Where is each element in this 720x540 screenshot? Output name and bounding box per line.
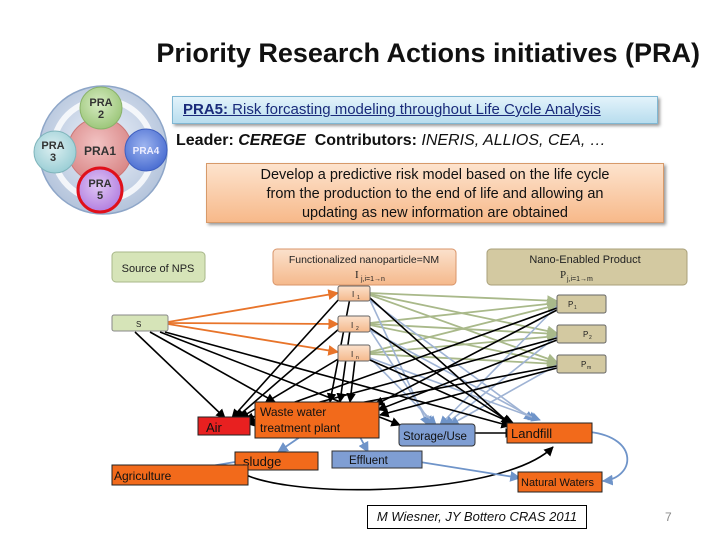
goal-line: Develop a predictive risk model based on… bbox=[260, 167, 610, 183]
node-air: Air bbox=[197, 416, 251, 436]
svg-text:Air: Air bbox=[206, 420, 223, 435]
node-landfill: Landfill bbox=[506, 422, 593, 444]
pra5-circle bbox=[76, 166, 124, 214]
node-i1: I 1 bbox=[337, 285, 371, 302]
leader-org: CEREGE bbox=[238, 132, 306, 149]
svg-text:Nano-Enabled Product: Nano-Enabled Product bbox=[529, 254, 640, 266]
svg-text:P: P bbox=[568, 300, 573, 309]
pra5-banner: PRA5: Risk forcasting modeling throughou… bbox=[172, 96, 658, 124]
svg-text:Source of NPS: Source of NPS bbox=[122, 263, 195, 275]
slide-title: Priority Research Actions initiatives (P… bbox=[156, 38, 700, 68]
svg-text:Storage/Use: Storage/Use bbox=[403, 431, 467, 443]
contributors-label: Contributors: bbox=[314, 132, 417, 149]
node-i2: I 2 bbox=[337, 315, 371, 333]
node-pm: P m bbox=[556, 354, 607, 374]
node-effluent: Effluent bbox=[331, 450, 423, 469]
pra5-label-a: PRA bbox=[88, 178, 111, 190]
pra1-label: PRA1 bbox=[84, 144, 116, 158]
node-in: I n bbox=[337, 344, 371, 362]
product-fate-arrows bbox=[369, 299, 558, 426]
goal-box: Develop a predictive risk model based on… bbox=[206, 163, 664, 223]
contributors-list: INERIS, ALLIOS, CEA, … bbox=[421, 132, 606, 149]
node-p2: P 2 bbox=[556, 324, 607, 344]
svg-text:P: P bbox=[560, 269, 566, 281]
svg-text:I: I bbox=[355, 269, 359, 281]
nm-to-product-arrows bbox=[369, 292, 559, 369]
svg-text:Effluent: Effluent bbox=[349, 455, 389, 467]
pra2-circle bbox=[79, 86, 123, 130]
pra2-label-b: 2 bbox=[98, 109, 104, 121]
svg-text:j,i=1→n: j,i=1→n bbox=[360, 276, 385, 283]
node-s: S bbox=[111, 314, 169, 332]
goal-line: updating as new information are obtained bbox=[301, 205, 568, 221]
svg-text:I: I bbox=[352, 290, 354, 299]
nm-header: Functionalized nanoparticle=NM I j,i=1→n bbox=[272, 248, 457, 286]
svg-text:treatment plant: treatment plant bbox=[260, 421, 341, 435]
node-storage-use: Storage/Use bbox=[398, 423, 476, 447]
svg-text:n: n bbox=[356, 355, 359, 361]
svg-text:Natural Waters: Natural Waters bbox=[521, 477, 594, 489]
svg-text:I: I bbox=[351, 350, 353, 359]
svg-text:2: 2 bbox=[589, 335, 592, 341]
pra5-description: Risk forcasting modeling throughout Life… bbox=[228, 101, 601, 118]
pra4-circle bbox=[124, 128, 168, 172]
node-p1: P 1 bbox=[556, 294, 607, 314]
svg-text:P: P bbox=[583, 330, 588, 339]
pra2-label-a: PRA bbox=[89, 97, 112, 109]
leader-label: Leader: bbox=[176, 132, 234, 149]
svg-text:1: 1 bbox=[357, 295, 360, 301]
product-header: Nano-Enabled Product P j,i=1→m bbox=[486, 248, 688, 286]
page-number: 7 bbox=[665, 510, 672, 524]
svg-text:I: I bbox=[351, 321, 353, 330]
pra5-code: PRA5: bbox=[183, 101, 229, 118]
pra-circle-logo: PRA1 PRA 2 PRA 3 PRA4 PRA 5 bbox=[33, 85, 168, 215]
node-natural-waters: Natural Waters bbox=[517, 471, 603, 493]
svg-text:sludge: sludge bbox=[243, 454, 281, 469]
svg-text:Functionalized nanoparticle=NM: Functionalized nanoparticle=NM bbox=[289, 254, 439, 266]
svg-text:1: 1 bbox=[574, 305, 577, 311]
svg-text:j,i=1→m: j,i=1→m bbox=[566, 276, 593, 283]
pra3-label-a: PRA bbox=[41, 140, 64, 152]
svg-text:S: S bbox=[136, 320, 141, 329]
svg-text:P: P bbox=[581, 360, 586, 369]
node-agriculture: Agriculture bbox=[111, 464, 249, 486]
svg-text:Agriculture: Agriculture bbox=[114, 469, 172, 483]
goal-line: from the production to the end of life a… bbox=[266, 186, 604, 202]
node-sludge: sludge bbox=[234, 451, 319, 471]
pra5-label-b: 5 bbox=[97, 190, 103, 202]
svg-text:m: m bbox=[587, 365, 591, 371]
svg-text:Landfill: Landfill bbox=[511, 426, 552, 441]
svg-text:Waste water: Waste water bbox=[260, 405, 326, 419]
leader-line: Leader: CEREGE Contributors: INERIS, ALL… bbox=[176, 132, 606, 150]
pra4-label: PRA4 bbox=[133, 146, 160, 157]
citation: M Wiesner, JY Bottero CRAS 2011 bbox=[367, 505, 587, 529]
pra3-label-b: 3 bbox=[50, 152, 56, 164]
source-to-nm-arrows bbox=[167, 289, 340, 356]
source-header: Source of NPS bbox=[111, 251, 206, 283]
svg-text:2: 2 bbox=[356, 326, 359, 332]
node-wastewater-treatment-plant: Waste water treatment plant bbox=[254, 401, 380, 439]
pra3-circle bbox=[33, 130, 77, 174]
